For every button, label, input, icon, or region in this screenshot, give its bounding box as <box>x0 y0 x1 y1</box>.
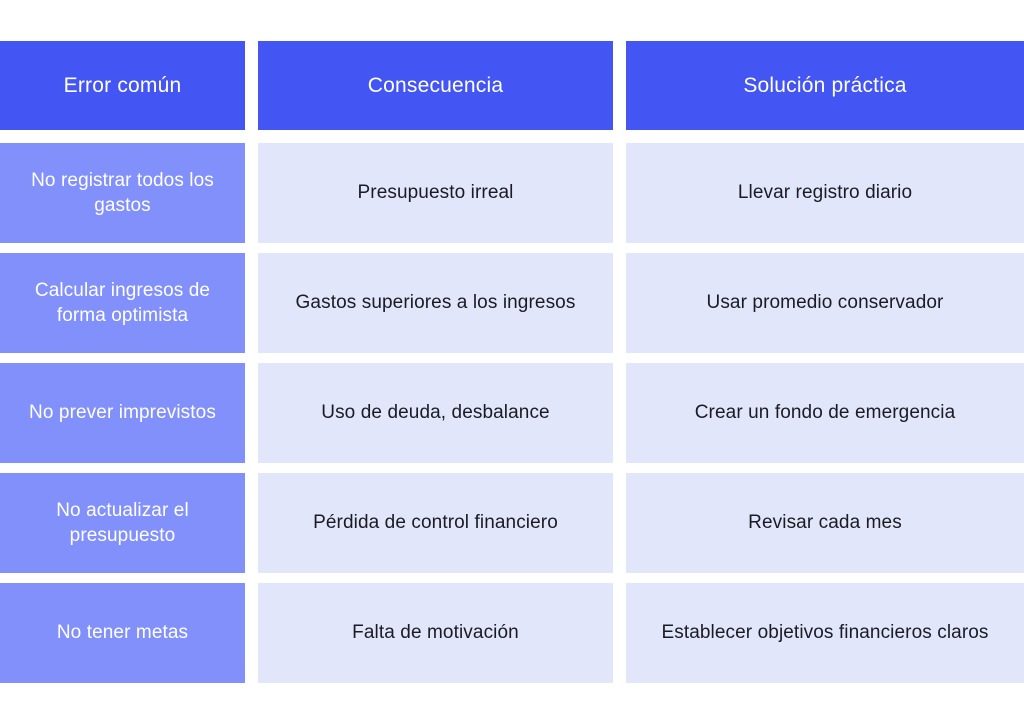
comparison-table: Error común Consecuencia Solución prácti… <box>0 41 1024 683</box>
table-header-row: Error común Consecuencia Solución prácti… <box>0 41 1024 130</box>
column-header-label: Error común <box>63 73 182 97</box>
table-row: Calcular ingresos de forma optimista Gas… <box>0 253 1024 353</box>
cell-consecuencia: Uso de deuda, desbalance <box>258 363 613 463</box>
column-header-label: Consecuencia <box>367 73 504 97</box>
column-header-solucion-practica: Solución práctica <box>626 41 1024 130</box>
cell-text: Falta de motivación <box>352 622 519 644</box>
table-row: No prever imprevistos Uso de deuda, desb… <box>0 363 1024 463</box>
cell-text: Presupuesto irreal <box>357 182 514 204</box>
table-row: No registrar todos los gastos Presupuest… <box>0 143 1024 243</box>
column-header-error-comun: Error común <box>0 41 245 130</box>
cell-text: Llevar registro diario <box>737 182 913 204</box>
cell-consecuencia: Pérdida de control financiero <box>258 473 613 573</box>
cell-text: Establecer objetivos financieros claros <box>661 622 989 644</box>
cell-solucion: Establecer objetivos financieros claros <box>626 583 1024 683</box>
cell-text: Uso de deuda, desbalance <box>321 402 550 424</box>
cell-text: Pérdida de control financiero <box>313 512 558 534</box>
cell-error: No prever imprevistos <box>0 363 245 463</box>
cell-error: No registrar todos los gastos <box>0 143 245 243</box>
cell-text: Calcular ingresos de forma optimista <box>34 279 211 326</box>
cell-text: No registrar todos los gastos <box>31 169 214 216</box>
cell-text: No actualizar el presupuesto <box>56 499 189 546</box>
column-header-label: Solución práctica <box>743 73 907 97</box>
cell-solucion: Llevar registro diario <box>626 143 1024 243</box>
cell-text: No prever imprevistos <box>29 402 216 424</box>
cell-consecuencia: Falta de motivación <box>258 583 613 683</box>
cell-error: Calcular ingresos de forma optimista <box>0 253 245 353</box>
table-row: No tener metas Falta de motivación Estab… <box>0 583 1024 683</box>
cell-text: No tener metas <box>56 622 189 644</box>
cell-error: No tener metas <box>0 583 245 683</box>
cell-text: Revisar cada mes <box>748 512 902 534</box>
cell-solucion: Revisar cada mes <box>626 473 1024 573</box>
cell-text: Crear un fondo de emergencia <box>694 402 956 424</box>
cell-consecuencia: Gastos superiores a los ingresos <box>258 253 613 353</box>
cell-error: No actualizar el presupuesto <box>0 473 245 573</box>
cell-solucion: Crear un fondo de emergencia <box>626 363 1024 463</box>
cell-solucion: Usar promedio conservador <box>626 253 1024 353</box>
cell-text: Gastos superiores a los ingresos <box>295 292 576 314</box>
cell-text: Usar promedio conservador <box>706 292 944 314</box>
column-header-consecuencia: Consecuencia <box>258 41 613 130</box>
table-row: No actualizar el presupuesto Pérdida de … <box>0 473 1024 573</box>
cell-consecuencia: Presupuesto irreal <box>258 143 613 243</box>
